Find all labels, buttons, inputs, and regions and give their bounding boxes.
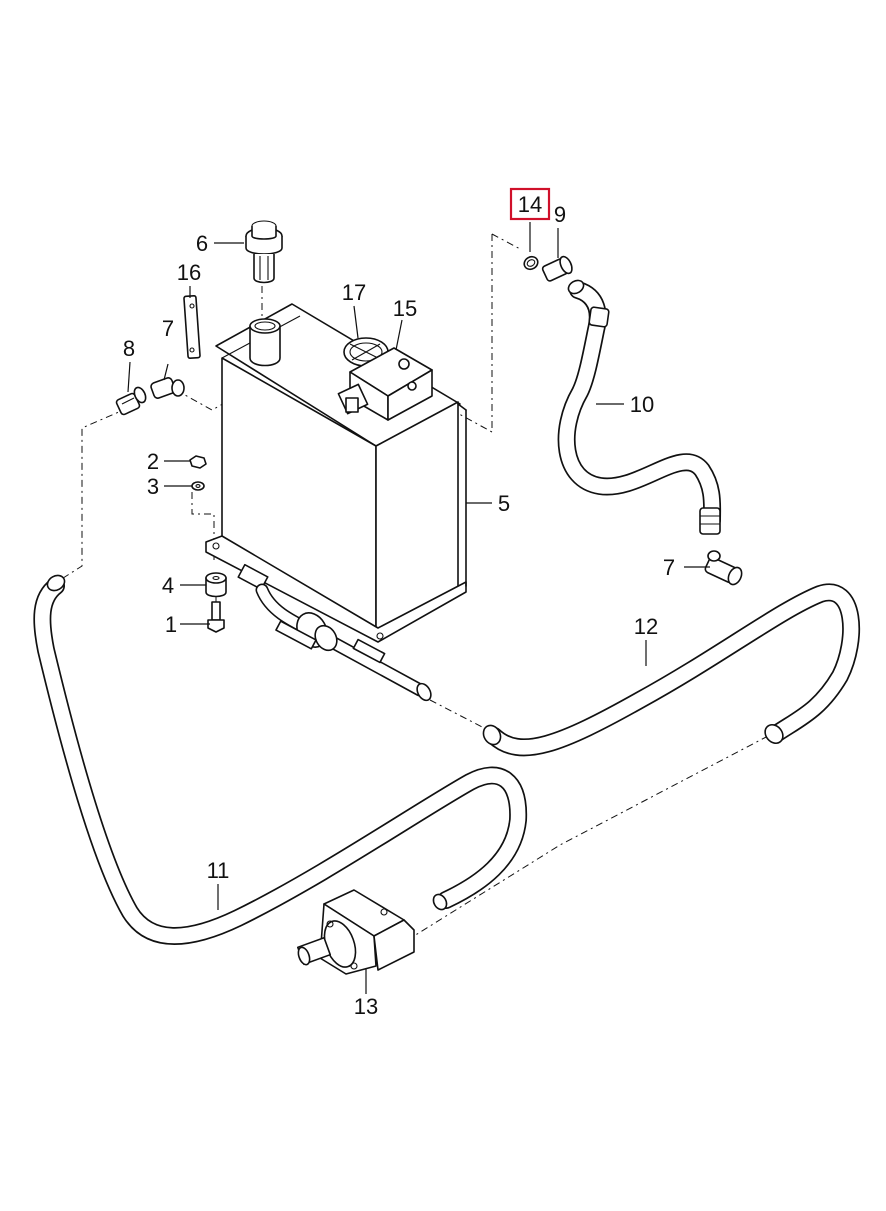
- callouts: 14 9 6 16 17 15 7 8 10 2 3 5 7 4 1 12 11…: [123, 187, 675, 1019]
- callout-2: 2: [147, 449, 159, 474]
- callout-4: 4: [162, 573, 174, 598]
- tank-5: [205, 303, 467, 643]
- callout-6: 6: [196, 231, 208, 256]
- breather-cap-6: [245, 220, 283, 284]
- callout-9: 9: [554, 202, 566, 227]
- callout-17: 17: [342, 280, 366, 305]
- hose-11: [33, 574, 528, 945]
- leader-lines: [127, 222, 710, 994]
- adapter-9: [541, 255, 573, 282]
- nut-2: [189, 455, 207, 469]
- strap-16: [183, 294, 201, 360]
- washer-3: [191, 481, 205, 491]
- callout-5: 5: [498, 491, 510, 516]
- callout-13: 13: [354, 994, 378, 1019]
- bolt-1: [207, 601, 225, 633]
- valve-block-15: [337, 347, 433, 421]
- callout-7-right: 7: [663, 555, 675, 580]
- elbow-fitting-7a: [150, 377, 185, 399]
- hose-12: [482, 583, 861, 757]
- callout-16: 16: [177, 260, 201, 285]
- callout-11: 11: [207, 858, 230, 883]
- filler-neck: [249, 318, 281, 367]
- callout-10: 10: [630, 392, 654, 417]
- o-ring-14: [523, 255, 539, 271]
- suction-pipe: [255, 583, 432, 702]
- callout-12: 12: [634, 614, 658, 639]
- callout-14-highlight: [509, 187, 551, 221]
- elbow-fitting-7b: [704, 550, 743, 586]
- hose-10: [557, 279, 722, 535]
- callout-8: 8: [123, 336, 135, 361]
- callout-3: 3: [147, 474, 159, 499]
- pump-13: [296, 889, 415, 975]
- callout-1: 1: [165, 612, 177, 637]
- callout-15: 15: [393, 296, 417, 321]
- callout-7-left: 7: [162, 316, 174, 341]
- callout-14: 14: [518, 192, 542, 217]
- connector-8: [115, 386, 147, 416]
- mount-4: [205, 572, 227, 598]
